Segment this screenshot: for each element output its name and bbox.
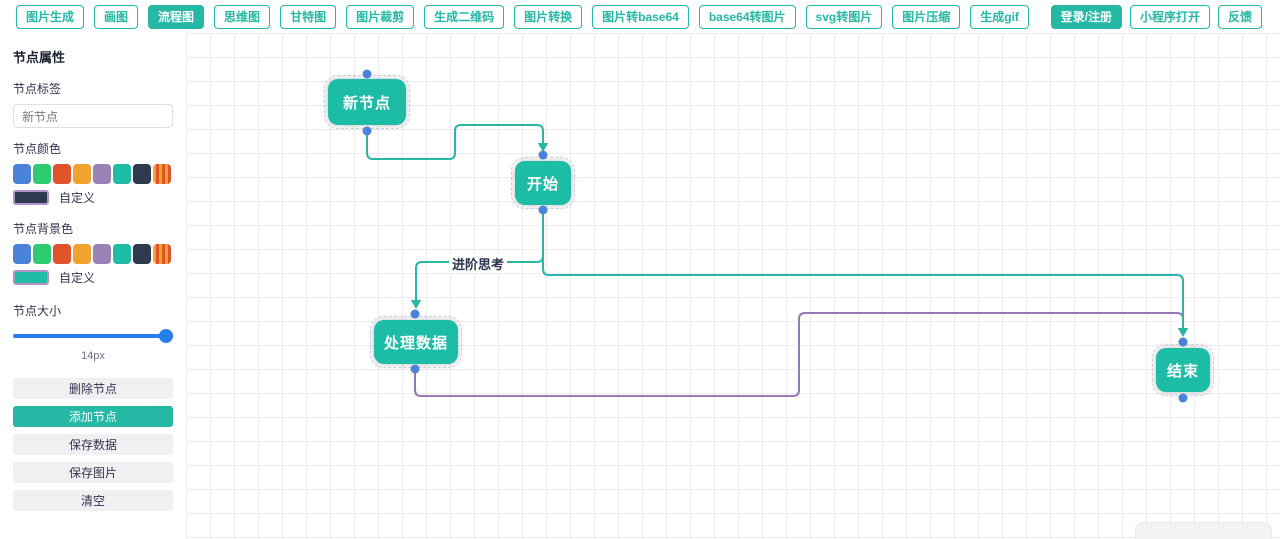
port-end-top[interactable]	[1178, 337, 1188, 347]
top-toolbar: 图片生成 画图 流程图 思维图 甘特图 图片裁剪 生成二维码 图片转换 图片转b…	[0, 0, 1280, 33]
node-label-label: 节点标签	[13, 82, 62, 96]
port-newnode-bottom[interactable]	[362, 126, 372, 136]
node-newnode[interactable]: 新节点	[324, 75, 410, 129]
sidebar-title: 节点属性	[13, 50, 66, 65]
clear-button[interactable]: 清空	[13, 490, 173, 511]
tool-image-convert[interactable]: 图片转换	[514, 4, 583, 29]
color-swatch-green[interactable]	[33, 164, 51, 184]
node-color-label: 节点颜色	[13, 142, 62, 156]
tool-gif[interactable]: 生成gif	[970, 4, 1029, 29]
tool-svg-to-image[interactable]: svg转图片	[805, 4, 883, 29]
bg-swatch-red[interactable]	[53, 244, 71, 264]
miniprogram-button[interactable]: 小程序打开	[1129, 4, 1210, 29]
port-start-top[interactable]	[538, 150, 548, 160]
feedback-button[interactable]: 反馈	[1217, 4, 1262, 29]
node-color-swatches	[13, 164, 173, 184]
delete-node-button[interactable]: 删除节点	[13, 378, 173, 399]
minimap-panel[interactable]	[1135, 522, 1272, 539]
properties-sidebar: 节点属性 节点标签 节点颜色 自定义 节点背景色 自定义 节点大小 14px 删…	[0, 33, 186, 539]
tool-gantt[interactable]: 甘特图	[280, 4, 337, 29]
tool-flowchart[interactable]: 流程图	[148, 4, 205, 29]
slider-track[interactable]	[13, 334, 173, 338]
node-size-slider[interactable]	[13, 329, 173, 343]
color-swatch-orange[interactable]	[73, 164, 91, 184]
bg-swatch-navy[interactable]	[133, 244, 151, 264]
add-node-button[interactable]: 添加节点	[13, 406, 173, 427]
color-swatch-navy[interactable]	[133, 164, 151, 184]
port-process-bottom[interactable]	[410, 364, 420, 374]
custom-color-swatch[interactable]	[13, 190, 49, 205]
edge-label[interactable]: 进阶思考	[449, 254, 508, 273]
tool-base64-to-image[interactable]: base64转图片	[698, 4, 796, 29]
bg-swatch-orange[interactable]	[73, 244, 91, 264]
tool-image-generate[interactable]: 图片生成	[16, 4, 85, 29]
color-swatch-red[interactable]	[53, 164, 71, 184]
node-bg-swatches	[13, 244, 173, 264]
bg-swatch-blue[interactable]	[13, 244, 31, 264]
node-process[interactable]: 处理数据	[370, 316, 462, 368]
node-size-value: 14px	[81, 350, 105, 362]
bg-swatch-green[interactable]	[33, 244, 51, 264]
color-swatch-purple[interactable]	[93, 164, 111, 184]
port-newnode-top[interactable]	[362, 69, 372, 79]
save-data-button[interactable]: 保存数据	[13, 434, 173, 455]
port-start-bottom[interactable]	[538, 205, 548, 215]
tool-image-crop[interactable]: 图片裁剪	[346, 4, 415, 29]
port-process-top[interactable]	[410, 309, 420, 319]
node-bg-label: 节点背景色	[13, 222, 74, 236]
color-swatch-teal[interactable]	[113, 164, 131, 184]
bg-swatch-purple[interactable]	[93, 244, 111, 264]
color-swatch-stripe[interactable]	[153, 164, 171, 184]
slider-handle[interactable]	[159, 329, 173, 343]
tool-qrcode[interactable]: 生成二维码	[424, 4, 505, 29]
tool-mindmap[interactable]: 思维图	[214, 4, 271, 29]
node-size-label: 节点大小	[13, 304, 62, 318]
custom-bg-label: 自定义	[59, 271, 96, 285]
bg-swatch-teal[interactable]	[113, 244, 131, 264]
node-start[interactable]: 开始	[511, 157, 575, 209]
bg-swatch-stripe[interactable]	[153, 244, 171, 264]
save-image-button[interactable]: 保存图片	[13, 462, 173, 483]
edge-process-to-end[interactable]	[414, 312, 1184, 397]
node-label-input[interactable]	[13, 104, 173, 128]
port-end-bottom[interactable]	[1178, 393, 1188, 403]
custom-color-row: 自定义	[13, 189, 173, 206]
tool-image-compress[interactable]: 图片压缩	[892, 4, 961, 29]
custom-color-label: 自定义	[59, 191, 96, 205]
login-register-button[interactable]: 登录/注册	[1050, 4, 1122, 29]
toolbar-left-group: 图片生成 画图 流程图 思维图 甘特图 图片裁剪 生成二维码 图片转换 图片转b…	[16, 4, 1029, 29]
edge-newnode-to-start[interactable]	[366, 124, 544, 160]
custom-bg-swatch[interactable]	[13, 270, 49, 285]
tool-draw[interactable]: 画图	[94, 4, 139, 29]
custom-bg-row: 自定义	[13, 269, 173, 286]
toolbar-right-group: 登录/注册 小程序打开 反馈	[1050, 4, 1262, 29]
tool-image-to-base64[interactable]: 图片转base64	[592, 4, 689, 29]
color-swatch-blue[interactable]	[13, 164, 31, 184]
edge-start-to-end[interactable]	[542, 210, 1184, 329]
node-end[interactable]: 结束	[1152, 344, 1214, 396]
